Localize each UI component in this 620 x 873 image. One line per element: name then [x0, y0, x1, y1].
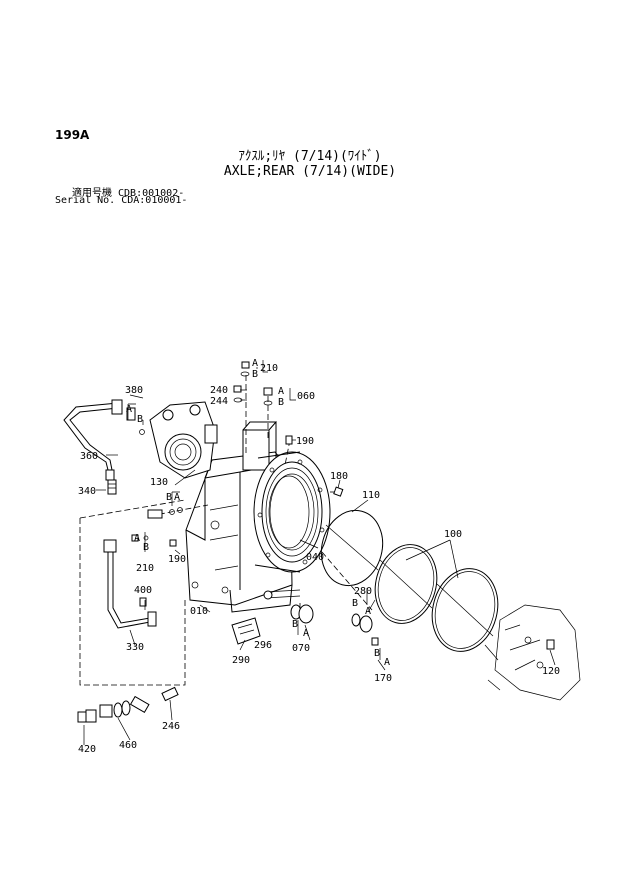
callout-180: 180 — [330, 471, 348, 482]
flange-ring-gear — [253, 451, 331, 573]
callout-070: 070 — [292, 643, 310, 654]
bolt-180 — [333, 486, 344, 497]
callout-460: 460 — [119, 740, 137, 751]
pipe-360 — [63, 399, 123, 481]
callout-420: 420 — [78, 744, 96, 755]
marker-b: B — [252, 369, 258, 380]
marker-b: B — [352, 598, 358, 609]
fitting-340 — [107, 479, 117, 495]
marker-a: A — [384, 657, 390, 668]
callout-280: 280 — [354, 586, 372, 597]
serial-japanese: 適用号機 CDB:001002- — [72, 188, 185, 199]
callout-010: 010 — [190, 606, 208, 617]
callout-380: 380 — [125, 385, 143, 396]
marker-b: B — [292, 619, 298, 630]
callout-170: 170 — [374, 673, 392, 684]
oring-110 — [320, 509, 384, 587]
marker-a: A — [303, 628, 309, 639]
marker-a: A — [174, 492, 180, 503]
callout-244: 244 — [210, 396, 228, 407]
marker-a: A — [252, 358, 258, 369]
serial-english: Serial No. CDA:010001- — [55, 195, 188, 206]
marker-a: A — [365, 606, 371, 617]
callout-330: 330 — [126, 642, 144, 653]
callout-110: 110 — [362, 490, 380, 501]
page-code: 199A — [55, 128, 90, 142]
bolt-190a — [285, 435, 293, 445]
fitting-420 — [77, 709, 97, 723]
fitting-060 — [263, 387, 273, 406]
callout-190a: 190 — [296, 436, 314, 447]
marker-a: A — [126, 404, 132, 415]
title-english: AXLE;REAR (7/14)(WIDE) — [223, 164, 397, 179]
marker-b: B — [278, 397, 284, 408]
fitting-240-244 — [233, 385, 243, 403]
plug-190b — [169, 539, 177, 547]
leader-pipe-box — [79, 518, 186, 686]
plate-296 — [231, 617, 261, 645]
marker-a: A — [278, 386, 284, 397]
callout-246: 246 — [162, 721, 180, 732]
callout-130: 130 — [150, 477, 168, 488]
marker-b: B — [374, 648, 380, 659]
bolt-120 — [546, 639, 555, 650]
bolt-400 — [139, 597, 147, 607]
parts-280 — [351, 613, 373, 633]
callout-296: 296 — [254, 640, 272, 651]
leader-280 — [321, 551, 373, 611]
fitting-210b — [131, 534, 149, 542]
title-japanese: ｱｸｽﾙ;ﾘﾔ (7/14)(ﾜｲﾄﾞ) — [238, 149, 382, 164]
oring-100a — [374, 544, 438, 624]
callout-120: 120 — [542, 666, 560, 677]
callout-210a: 210 — [260, 363, 278, 374]
callout-210b: 210 — [136, 563, 154, 574]
oring-100b — [431, 568, 499, 652]
callout-100: 100 — [444, 529, 462, 540]
pipe-330 — [103, 539, 157, 629]
callout-labels: 210 A B 240 244 A B 060 380 A B 190 360 … — [78, 358, 560, 755]
callout-060: 060 — [297, 391, 315, 402]
callout-040: 040 — [306, 552, 324, 563]
fitting-460 — [99, 695, 150, 718]
callout-190b: 190 — [168, 554, 186, 565]
callout-400: 400 — [134, 585, 152, 596]
callout-360: 360 — [80, 451, 98, 462]
callout-240: 240 — [210, 385, 228, 396]
adjacent-housing — [484, 604, 581, 701]
callout-340: 340 — [78, 486, 96, 497]
marker-b: B — [137, 414, 143, 425]
fitting-210a — [240, 361, 250, 377]
marker-a: A — [134, 533, 140, 544]
valve-block — [126, 401, 218, 479]
bolt-130 — [147, 507, 183, 519]
marker-b: B — [166, 492, 172, 503]
bolt-170 — [371, 637, 379, 646]
marker-b: B — [143, 542, 149, 553]
callout-290: 290 — [232, 655, 250, 666]
parts-070 — [290, 604, 314, 624]
fitting-246 — [161, 686, 179, 702]
